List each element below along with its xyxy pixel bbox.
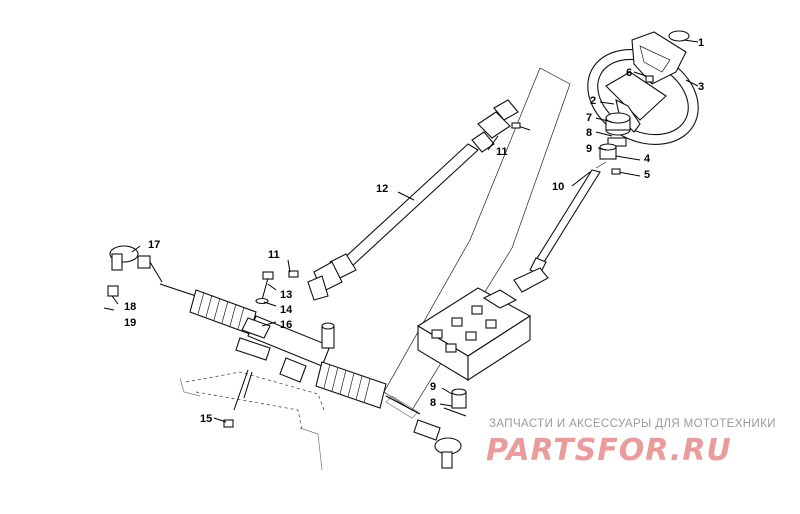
callout-4: 4 [644, 153, 651, 165]
watermark-logo: PARTSFOR.RU [486, 433, 732, 468]
watermark-caption: ЗАПЧАСТИ И АКСЕССУАРЫ ДЛЯ МОТОТЕХНИКИ [489, 418, 776, 430]
tie-rod-boot-left [107, 285, 119, 297]
callout-18: 18 [124, 301, 136, 313]
column-mount-bracket [416, 267, 549, 382]
steering-shaft [529, 161, 607, 275]
tie-rod-end-right [413, 419, 462, 469]
horn-pad-cover [631, 31, 687, 85]
callout-14: 14 [280, 304, 293, 316]
intermediate-shaft [307, 99, 519, 301]
chassis-mount [179, 369, 325, 471]
leader-lines [111, 39, 699, 423]
u-joint-bolt-lower [288, 270, 299, 278]
u-joint-bolt-upper [511, 122, 531, 131]
callout-11-lower: 11 [268, 249, 280, 261]
column-collar [605, 112, 631, 147]
shaft-pin [611, 168, 641, 177]
callout-17: 17 [148, 239, 160, 251]
callout-5: 5 [644, 169, 650, 181]
callout-6: 6 [626, 67, 632, 79]
rack-mount-bolt [255, 271, 274, 305]
callout-9-lower: 9 [430, 381, 436, 393]
callout-2: 2 [590, 95, 596, 107]
callout-10: 10 [552, 181, 564, 193]
callout-3: 3 [698, 81, 704, 93]
callout-15: 15 [200, 413, 212, 425]
column-bushing [599, 143, 617, 160]
callout-9-upper: 9 [586, 143, 592, 155]
tie-rod-end-left [109, 245, 163, 283]
steering-emblem [668, 30, 690, 42]
wheel-nut [645, 75, 654, 83]
cotter-pin-left [103, 307, 115, 311]
callout-7: 7 [586, 112, 592, 124]
callout-1: 1 [698, 37, 704, 49]
lower-bushing [443, 388, 467, 417]
callout-8-lower: 8 [430, 397, 436, 409]
callout-13: 13 [280, 289, 292, 301]
rack-nut [223, 419, 234, 428]
callout-12: 12 [376, 183, 388, 195]
callout-16: 16 [280, 319, 292, 331]
callout-19: 19 [124, 317, 136, 329]
callout-11-upper: 11 [496, 146, 508, 158]
callouts: 1 6 3 2 7 8 9 4 5 10 11 12 11 17 13 14 1… [124, 37, 704, 425]
steering-rack [159, 283, 421, 415]
rack-clamp [241, 317, 271, 339]
callout-8-upper: 8 [586, 127, 592, 139]
